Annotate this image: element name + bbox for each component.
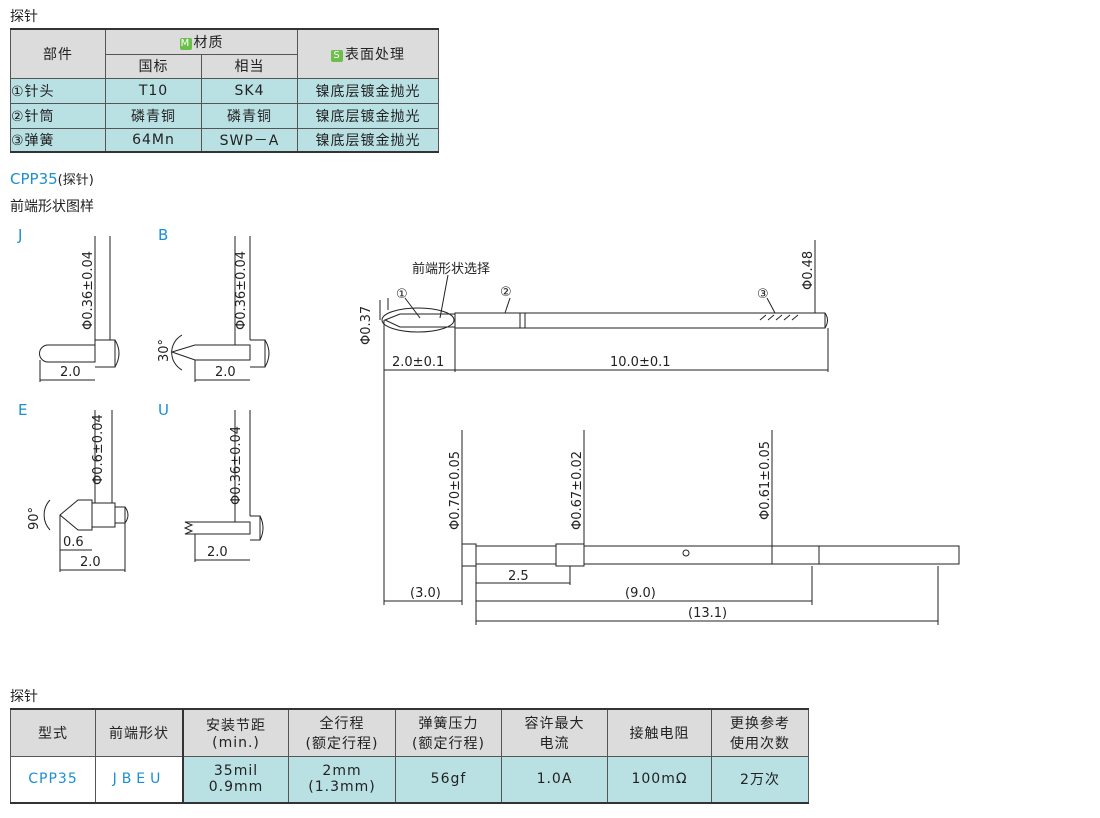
spec-section-headers-7: 更换参考 使用次数 — [711, 708, 809, 757]
tip-u-drawing — [183, 410, 264, 562]
lower-drawing-l30: (3.0) — [410, 586, 441, 601]
lower-drawing-l25: 2.5 — [508, 569, 529, 584]
surface-badge-icon: S — [331, 49, 343, 62]
tip-shape-title: 前端形状图样 — [10, 199, 94, 215]
tip-label-e: E — [18, 401, 27, 419]
spec-section-row-6: 100mΩ — [607, 755, 712, 804]
header-equiv: 相当 — [201, 53, 298, 79]
tip-e-drawing — [43, 410, 129, 572]
main-drawing-l2: 10.0±0.1 — [610, 355, 671, 370]
material-section-headers-surface: 表面处理 — [345, 46, 405, 63]
main-drawing-c3: ③ — [757, 287, 769, 302]
material-section-rows-0-part: ①针头 — [10, 77, 106, 104]
main-drawing-tip-select: 前端形状选择 — [412, 261, 490, 277]
tip-label-b: B — [158, 226, 168, 244]
spec-section-headers-4: 弹簧压力 (额定行程) — [395, 708, 502, 757]
spec-section-row-5: 1.0A — [501, 755, 608, 804]
tips-J-len: 2.0 — [60, 365, 81, 380]
model-title: CPP35(探针) — [10, 169, 94, 188]
lower-drawing-d070: Φ0.70±0.05 — [448, 451, 463, 530]
probe-lower-drawing — [384, 430, 960, 625]
material-section-rows-2-equiv: SWP－A — [201, 127, 298, 153]
header-gb: 国标 — [105, 53, 202, 79]
spec-section-row-4: 56gf — [395, 755, 502, 804]
tips-J-dia: Φ0.36±0.04 — [81, 251, 96, 330]
table-row: ②针筒磷青铜磷青铜镍底层镀金抛光 — [10, 102, 439, 129]
spec-section-row-2: 35mil 0.9mm — [182, 755, 289, 804]
tips-U-dia: Φ0.36±0.04 — [229, 426, 244, 505]
main-drawing-l1: 2.0±0.1 — [392, 355, 444, 370]
spec-section-row-3: 2mm (1.3mm) — [288, 755, 396, 804]
spec-section-headers-1: 前端形状 — [95, 708, 184, 757]
spec-section-row-0: CPP35 — [10, 755, 96, 804]
tip-b-drawing — [170, 236, 270, 382]
material-section-rows-1-gb: 磷青铜 — [105, 102, 202, 129]
spec-section-row-1: JBEU — [95, 755, 184, 804]
spec-table: 型式前端形状安装节距 (min.)全行程 (额定行程)弹簧压力 (额定行程)容许… — [10, 708, 809, 804]
material-section-rows-1-surface: 镍底层镀金抛光 — [297, 102, 439, 129]
tips-E-len: 2.0 — [80, 555, 101, 570]
spec-section-headers-6: 接触电阻 — [607, 708, 712, 757]
spec-section-headers-0: 型式 — [10, 708, 96, 757]
tips-E-angle: 90° — [27, 507, 42, 530]
technical-drawing: J 2.0 Φ0.36±0.04 B 2.0 30° Φ0.36±0.04 E … — [17, 226, 960, 625]
material-badge-icon: M — [179, 37, 192, 50]
tips-B-dia: Φ0.36±0.04 — [234, 251, 249, 330]
probe-main-drawing — [379, 240, 829, 605]
spec-section-headers-2: 安装节距 (min.) — [182, 708, 289, 757]
tips-E-len2: 0.6 — [63, 535, 84, 550]
lower-drawing-l90: (9.0) — [625, 586, 656, 601]
main-drawing-d048: Φ0.48 — [801, 251, 816, 290]
tips-E-dia: Φ0.6±0.04 — [91, 414, 106, 485]
material-section-rows-0-equiv: SK4 — [201, 77, 298, 104]
main-drawing-c1: ① — [396, 287, 408, 302]
tip-label-u: U — [158, 401, 169, 419]
material-section-rows-2-part: ③弹簧 — [10, 127, 106, 153]
main-drawing-d037: Φ0.37 — [359, 306, 374, 345]
tips-B-angle: 30° — [157, 339, 172, 362]
tip-label-j: J — [17, 226, 22, 244]
main-drawing-c2: ② — [500, 285, 512, 300]
model-name: CPP35 — [10, 170, 58, 188]
material-section-headers-material: 材质 — [193, 34, 224, 51]
lower-drawing-d061: Φ0.61±0.05 — [758, 441, 773, 520]
lower-drawing-l131: (13.1) — [688, 606, 727, 621]
material-section-title: 探针 — [10, 9, 38, 25]
tip-j-drawing — [39, 236, 120, 382]
material-section-rows-2-gb: 64Mn — [105, 127, 202, 153]
material-section-rows-1-part: ②针筒 — [10, 102, 106, 129]
spec-section-headers-5: 容许最大 电流 — [501, 708, 608, 757]
lower-drawing-d067: Φ0.67±0.02 — [570, 451, 585, 530]
spec-header-row: 型式前端形状安装节距 (min.)全行程 (额定行程)弹簧压力 (额定行程)容许… — [10, 708, 809, 757]
spec-section-headers-3: 全行程 (额定行程) — [288, 708, 396, 757]
tips-B-len: 2.0 — [215, 365, 236, 380]
spec-section-title: 探针 — [10, 689, 38, 705]
model-suffix: (探针) — [57, 173, 94, 188]
material-section-rows-2-surface: 镍底层镀金抛光 — [297, 127, 439, 153]
tips-U-len: 2.0 — [207, 545, 228, 560]
spec-section-row-7: 2万次 — [711, 755, 809, 804]
material-section-rows-1-equiv: 磷青铜 — [201, 102, 298, 129]
header-part: 部件 — [10, 28, 106, 79]
